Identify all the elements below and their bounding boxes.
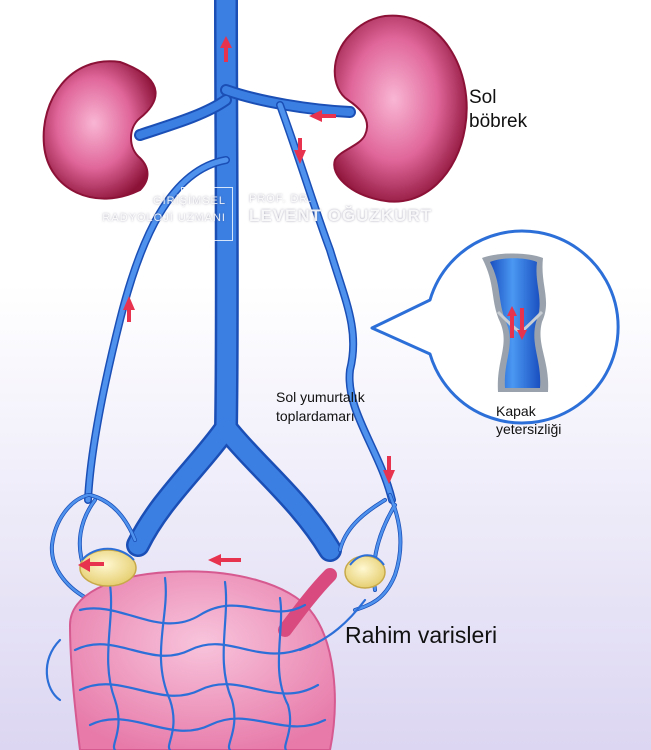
uterine-varices [45, 576, 367, 750]
left-ovary [344, 555, 386, 589]
left-kidney-label-line: böbrek [469, 111, 528, 132]
left-kidney-label-line: Sol [469, 87, 497, 108]
watermark-title-line: GİRİŞİMSEL [153, 195, 226, 207]
valve-label-line: Kapak [496, 403, 536, 419]
ovarian-vein-label-line: Sol yumurtalık [276, 389, 365, 405]
left-ovarian-vein-label: Sol yumurtalık toplardamarı [276, 388, 365, 426]
right-ovary [79, 549, 137, 587]
watermark-fullname: LEVENT OĞUZKURT [249, 206, 433, 225]
uterine-varices-label: Rahim varisleri [345, 622, 498, 648]
watermark-name: PROF. DR. LEVENT OĞUZKURT [249, 193, 432, 226]
watermark-prefix: PROF. DR. [249, 193, 313, 205]
valve-bidirectional-arrow-icon [507, 306, 527, 340]
uterine-tube [278, 568, 337, 637]
left-kidney [333, 14, 468, 203]
watermark-frame [181, 187, 233, 241]
uterus [68, 570, 336, 750]
left-kidney-label: Sol böbrek [469, 86, 527, 134]
right-kidney [42, 60, 157, 200]
valve-callout-bubble [370, 229, 620, 425]
valve-insufficiency-label: Kapak yetersizliği [496, 402, 561, 438]
flow-arrow-icon [78, 36, 395, 572]
ovarian-vein-label-line: toplardamarı [276, 408, 355, 424]
watermark-title: GİRİŞİMSEL RADYOLOJİ UZMANI [88, 193, 226, 227]
watermark-title-line: RADYOLOJİ UZMANI [102, 212, 226, 224]
valve-label-line: yetersizliği [496, 421, 562, 437]
ovary-veins [81, 547, 385, 566]
